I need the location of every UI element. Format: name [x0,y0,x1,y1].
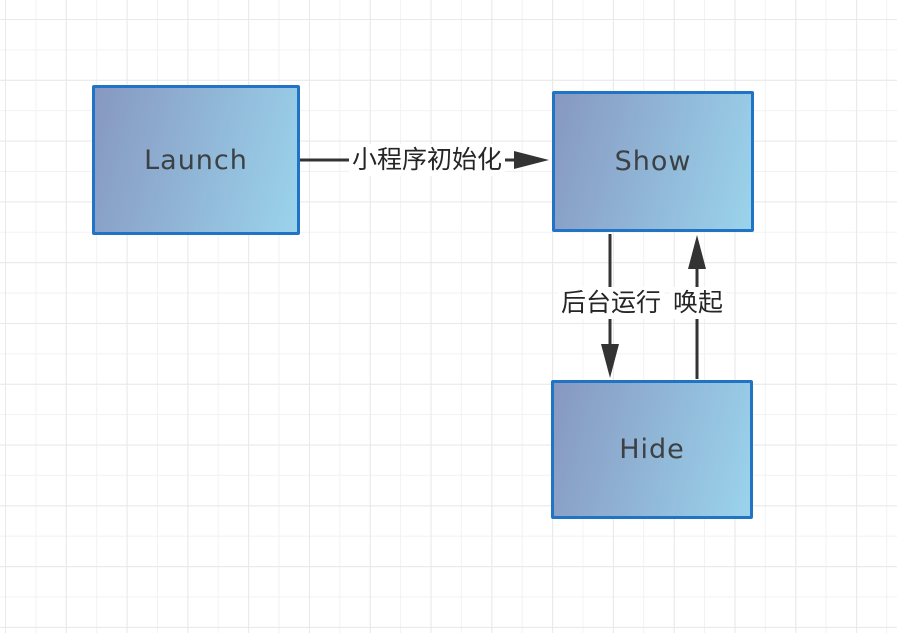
node-show: Show [552,91,754,232]
node-hide-label: Hide [619,434,685,465]
edge-label-background: 后台运行 [557,287,665,319]
node-show-label: Show [614,146,692,177]
node-launch: Launch [92,85,300,235]
edge-label-wake: 唤起 [669,287,727,319]
node-hide: Hide [551,380,753,519]
edge-label-init: 小程序初始化 [348,144,506,176]
node-launch-label: Launch [144,144,248,176]
